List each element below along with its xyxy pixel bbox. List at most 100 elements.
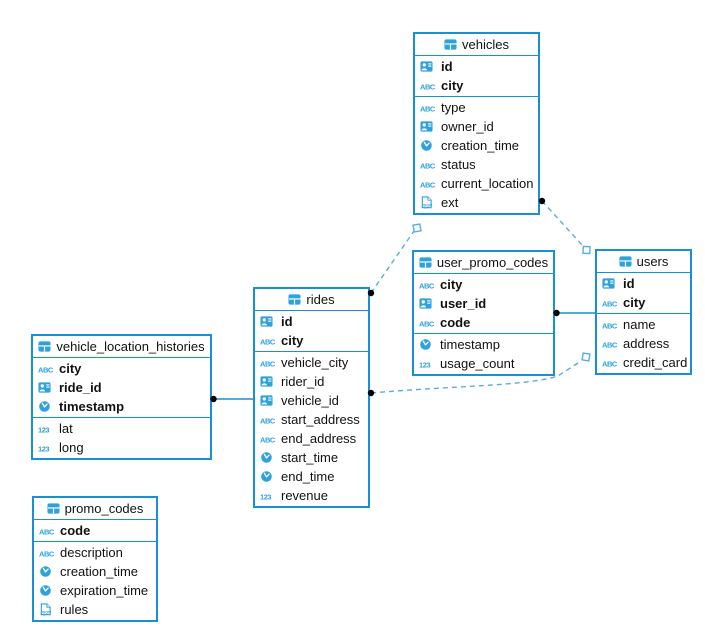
table-header-promo_codes[interactable]: promo_codes	[34, 498, 156, 520]
key-column-row-city[interactable]: ABC city	[414, 275, 553, 294]
column-label: code	[440, 315, 471, 330]
column-row-timestamp[interactable]: timestamp	[414, 335, 553, 354]
key-column-row-code[interactable]: ABC code	[34, 521, 156, 540]
text-type-icon: ABC	[419, 317, 435, 329]
column-row-creation_time[interactable]: creation_time	[34, 562, 156, 581]
column-label: vehicle_city	[281, 355, 349, 370]
column-row-rider_id[interactable]: rider_id	[255, 372, 368, 391]
key-column-row-timestamp[interactable]: timestamp	[33, 397, 210, 416]
table-header-users[interactable]: users	[597, 251, 690, 273]
column-label: credit_card	[623, 355, 688, 370]
column-row-vehicle_id[interactable]: vehicle_id	[255, 391, 368, 410]
column-label: city	[281, 333, 304, 348]
table-header-rides[interactable]: rides	[255, 289, 368, 311]
svg-text:ABC: ABC	[419, 281, 435, 290]
text-type-icon: ABC	[420, 178, 436, 190]
column-label: city	[59, 361, 82, 376]
key-column-row-id[interactable]: id	[597, 274, 690, 293]
column-row-creation_time[interactable]: creation_time	[415, 136, 538, 155]
column-label: code	[60, 523, 91, 538]
column-row-usage_count[interactable]: 123 usage_count	[414, 354, 553, 373]
key-column-row-id[interactable]: id	[415, 57, 538, 76]
table-icon	[619, 255, 632, 268]
column-label: ride_id	[59, 380, 102, 395]
text-type-icon: ABC	[260, 357, 276, 369]
svg-text:ABC: ABC	[420, 161, 436, 170]
column-row-end_time[interactable]: end_time	[255, 467, 368, 486]
table-header-vehicle_location_histories[interactable]: vehicle_location_histories	[33, 336, 210, 358]
svg-text:ABC: ABC	[602, 299, 618, 308]
column-label: owner_id	[441, 119, 494, 134]
column-label: city	[623, 295, 646, 310]
key-column-row-ride_id[interactable]: ride_id	[33, 378, 210, 397]
table-name: rides	[306, 292, 335, 307]
svg-text:ABC: ABC	[419, 319, 435, 328]
datetime-type-icon	[39, 584, 55, 597]
relationship-line-rides-vehicles[interactable]	[370, 230, 415, 294]
column-label: rider_id	[281, 374, 325, 389]
key-column-row-user_id[interactable]: user_id	[414, 294, 553, 313]
column-label: description	[60, 545, 123, 560]
column-row-owner_id[interactable]: owner_id	[415, 117, 538, 136]
text-type-icon: ABC	[602, 338, 618, 350]
column-row-expiration_time[interactable]: expiration_time	[34, 581, 156, 600]
columns-section: timestamp 123 usage_count	[414, 334, 553, 374]
table-name: vehicles	[462, 37, 509, 52]
datetime-type-icon	[39, 565, 55, 578]
ref-type-icon	[419, 297, 435, 310]
column-label: user_id	[440, 296, 487, 311]
column-row-start_time[interactable]: start_time	[255, 448, 368, 467]
text-type-icon: ABC	[39, 525, 55, 537]
key-column-row-id[interactable]: id	[255, 312, 368, 331]
datetime-type-icon	[420, 139, 436, 152]
svg-text:123: 123	[419, 360, 430, 369]
table-icon	[419, 256, 432, 269]
column-row-credit_card[interactable]: ABC credit_card	[597, 353, 690, 372]
column-label: id	[281, 314, 293, 329]
svg-text:ABC: ABC	[260, 435, 276, 444]
column-label: city	[440, 277, 463, 292]
column-label: usage_count	[440, 356, 515, 371]
column-row-vehicle_city[interactable]: ABC vehicle_city	[255, 353, 368, 372]
text-type-icon: ABC	[420, 80, 436, 92]
svg-text:ABC: ABC	[420, 104, 436, 113]
svg-text:ABC: ABC	[602, 321, 618, 330]
json-type-icon: JSON	[420, 195, 436, 210]
column-label: start_time	[281, 450, 339, 465]
table-header-vehicles[interactable]: vehicles	[415, 34, 538, 56]
relationship-line-vehicles-users[interactable]	[541, 200, 584, 247]
datetime-type-icon	[260, 451, 276, 464]
key-column-row-code[interactable]: ABC code	[414, 313, 553, 332]
table-header-user_promo_codes[interactable]: user_promo_codes	[414, 252, 553, 274]
svg-text:ABC: ABC	[602, 359, 618, 368]
column-label: id	[441, 59, 453, 74]
key-column-row-city[interactable]: ABC city	[597, 293, 690, 312]
